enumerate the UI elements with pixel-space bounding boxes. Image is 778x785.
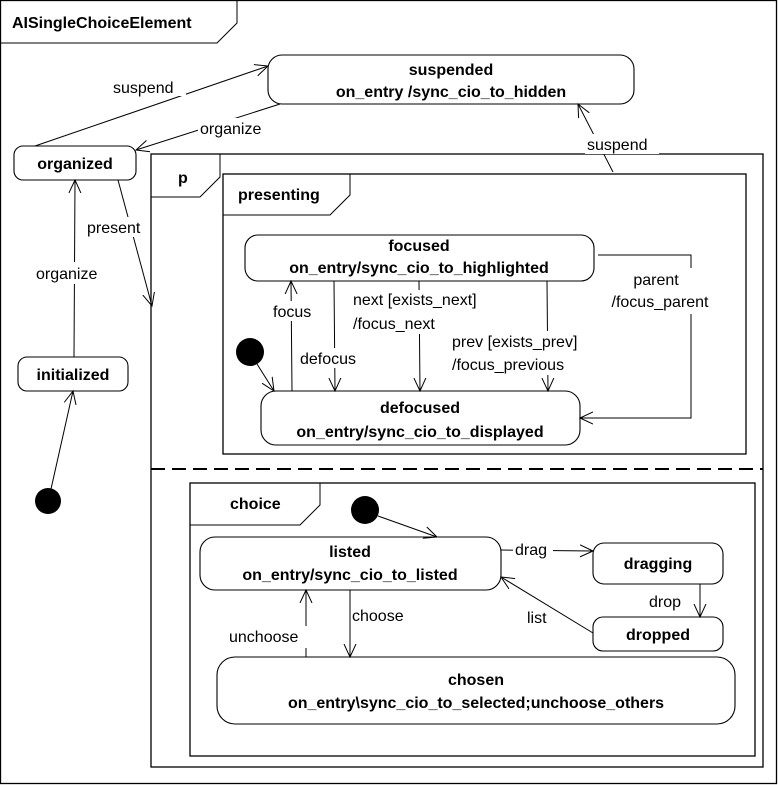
state-organized[interactable]: organized bbox=[13, 145, 137, 181]
state-dragging-name: dragging bbox=[624, 556, 692, 573]
transition-initial-to-defocused bbox=[256, 363, 274, 391]
region-choice-label: choice bbox=[230, 496, 281, 513]
initial-node-presenting bbox=[236, 338, 264, 366]
transition-initialized-to-organized[interactable]: organize bbox=[33, 180, 111, 358]
transition-label: suspend bbox=[587, 137, 648, 154]
transition-label: present bbox=[87, 220, 141, 237]
diagram-title: AISingleChoiceElement bbox=[12, 15, 192, 32]
transition-prev[interactable]: prev [exists_prev] /focus_previous bbox=[450, 280, 602, 391]
state-initialized-name: initialized bbox=[37, 367, 110, 384]
transition-label: list bbox=[527, 610, 547, 627]
state-suspended-name: suspended bbox=[409, 62, 493, 79]
region-p-label: p bbox=[178, 170, 188, 187]
transition-listed-to-chosen[interactable]: choose bbox=[350, 590, 415, 657]
transition-label: defocus bbox=[300, 351, 356, 368]
transition-label: unchoose bbox=[229, 629, 298, 646]
transition-chosen-to-listed[interactable]: unchoose bbox=[226, 590, 316, 657]
state-suspended-action: on_entry /sync_cio_to_hidden bbox=[336, 84, 566, 101]
transition-p-to-suspended[interactable]: suspend bbox=[578, 104, 659, 173]
state-dropped-name: dropped bbox=[626, 627, 690, 644]
transition-focused-to-defocused[interactable]: defocus bbox=[298, 280, 368, 391]
transition-listed-to-dragging[interactable]: drag bbox=[500, 540, 593, 559]
transition-label-line1: prev [exists_prev] bbox=[452, 334, 577, 351]
initial-node-top bbox=[35, 488, 61, 514]
state-focused[interactable]: focused on_entry/sync_cio_to_highlighted bbox=[244, 234, 595, 282]
transition-label: focus bbox=[273, 304, 311, 321]
state-listed-action: on_entry/sync_cio_to_listed bbox=[242, 567, 457, 584]
transition-label-line2: /focus_next bbox=[353, 316, 435, 333]
state-defocused-name: defocused bbox=[380, 400, 460, 417]
transition-label-line1: parent bbox=[633, 272, 679, 289]
state-chosen-action: on_entry\sync_cio_to_selected;unchoose_o… bbox=[288, 695, 664, 712]
transition-label-line2: /focus_parent bbox=[612, 294, 710, 311]
transition-label: suspend bbox=[113, 80, 174, 97]
transition-suspended-to-organized[interactable]: organize bbox=[136, 103, 281, 150]
transition-label: drag bbox=[515, 542, 547, 559]
state-dragging[interactable]: dragging bbox=[592, 542, 724, 585]
transition-dropped-to-listed[interactable]: list bbox=[501, 577, 594, 634]
state-chosen[interactable]: chosen on_entry\sync_cio_to_selected;unc… bbox=[216, 656, 736, 725]
initial-node-choice bbox=[351, 496, 379, 524]
state-listed[interactable]: listed on_entry/sync_cio_to_listed bbox=[199, 536, 502, 591]
transition-initial-to-listed bbox=[377, 515, 437, 537]
state-dropped[interactable]: dropped bbox=[592, 616, 724, 652]
state-defocused[interactable]: defocused on_entry/sync_cio_to_displayed bbox=[260, 390, 581, 446]
transition-label: organize bbox=[200, 121, 261, 138]
transition-initial-to-initialized bbox=[50, 391, 73, 490]
state-chosen-name: chosen bbox=[448, 672, 504, 689]
transition-label: organize bbox=[36, 266, 97, 283]
transition-next[interactable]: next [exists_next] /focus_next bbox=[352, 280, 500, 391]
state-focused-name: focused bbox=[388, 238, 449, 255]
state-focused-action: on_entry/sync_cio_to_highlighted bbox=[289, 260, 549, 277]
transition-organized-to-p[interactable]: present bbox=[86, 179, 152, 306]
state-initialized[interactable]: initialized bbox=[17, 356, 129, 392]
transition-label: drop bbox=[649, 594, 681, 611]
transition-organized-to-suspended[interactable]: suspend bbox=[34, 66, 268, 147]
transition-dragging-to-dropped[interactable]: drop bbox=[649, 584, 700, 617]
state-listed-name: listed bbox=[329, 544, 371, 561]
state-organized-name: organized bbox=[37, 156, 113, 173]
region-presenting-label: presenting bbox=[238, 187, 320, 204]
transition-label-line1: next [exists_next] bbox=[353, 292, 477, 309]
transition-label-line2: /focus_previous bbox=[452, 357, 564, 374]
transition-defocused-to-focused[interactable]: focus bbox=[272, 281, 320, 392]
state-suspended[interactable]: suspended on_entry /sync_cio_to_hidden bbox=[267, 54, 635, 105]
transition-label: choose bbox=[352, 608, 404, 625]
transition-parent[interactable]: parent /focus_parent bbox=[580, 254, 720, 418]
state-defocused-action: on_entry/sync_cio_to_displayed bbox=[296, 424, 543, 441]
